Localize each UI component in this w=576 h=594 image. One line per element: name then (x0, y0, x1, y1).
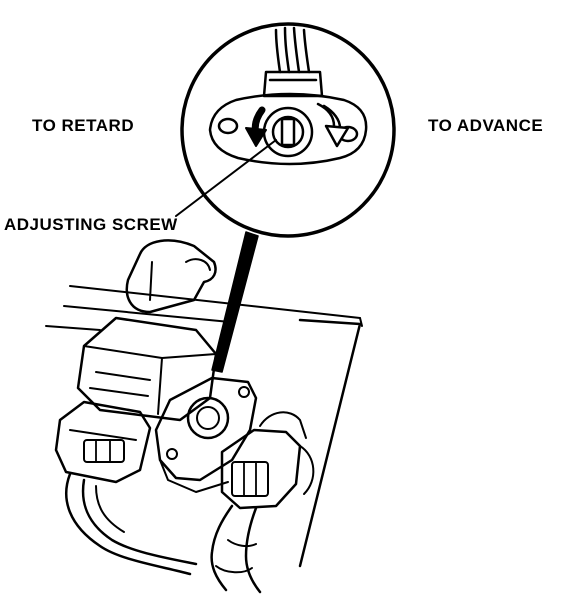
advance-arrow-icon (316, 102, 350, 148)
label-to-advance: TO ADVANCE (428, 116, 544, 135)
sensor-flange (208, 92, 368, 166)
left-harness (65, 472, 192, 576)
distributor-assembly (45, 239, 363, 594)
screw-leader-line (175, 139, 277, 217)
label-adjusting-screw: ADJUSTING SCREW (4, 215, 178, 234)
retard-arrow-icon (245, 106, 267, 147)
adjusting-screw-small (196, 406, 220, 430)
inset-detail-view (180, 22, 396, 238)
sensor-wires (274, 26, 311, 74)
left-connector-plug (54, 400, 152, 484)
sensor-boss-small (186, 396, 230, 440)
sensor-body (154, 376, 258, 482)
bracket-boot (125, 239, 217, 314)
right-connector-plug (220, 428, 302, 510)
sensor-boss (262, 106, 314, 158)
connector-block (262, 70, 324, 98)
right-harness (210, 504, 234, 592)
mounting-hole-left (217, 117, 239, 135)
label-to-retard: TO RETARD (32, 116, 135, 135)
inset-circle (180, 22, 396, 238)
magnification-cone (211, 231, 259, 373)
adjusting-screw-head (271, 115, 305, 149)
